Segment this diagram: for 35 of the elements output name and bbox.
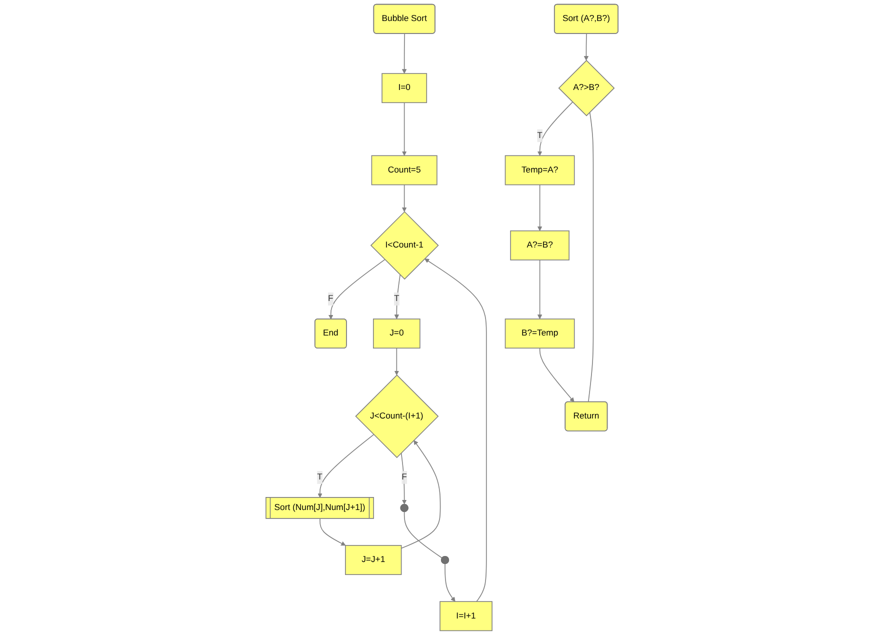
node-box: Count=5 <box>371 155 438 186</box>
node-box: B?=Temp <box>504 318 575 349</box>
arrow <box>402 33 407 74</box>
node-diamond: J<Count-(I+1) <box>355 374 439 458</box>
arrow <box>328 259 386 320</box>
node-diamond: I<Count-1 <box>370 211 439 280</box>
node-box: I=I+1 <box>440 601 492 632</box>
node-diamond: A?>B? <box>558 60 615 116</box>
node-box: J=J+1 <box>345 545 402 575</box>
arrow <box>537 102 573 156</box>
edge-label: F <box>328 294 334 304</box>
arrow <box>402 184 407 212</box>
arrow <box>444 563 456 602</box>
node-box: I=0 <box>382 73 428 104</box>
arrow <box>402 102 407 156</box>
connector <box>404 511 442 558</box>
arrow <box>424 258 487 602</box>
arrow <box>539 348 574 402</box>
arrow <box>400 452 407 504</box>
arrow <box>320 518 346 546</box>
node-box: Temp=A? <box>504 155 575 186</box>
edge-label: T <box>317 472 322 482</box>
arrow <box>318 434 374 498</box>
node-box: A?=B? <box>510 230 570 260</box>
arrow <box>400 440 441 549</box>
edge-label: F <box>402 472 407 482</box>
node-box: J=0 <box>373 318 420 349</box>
arrow <box>394 348 400 376</box>
arrow <box>537 260 542 320</box>
arrow <box>584 33 589 61</box>
arrow <box>537 184 542 232</box>
edge-label: T <box>394 294 400 304</box>
arrow <box>394 274 401 320</box>
connector <box>588 112 594 402</box>
edge-label: T <box>537 130 542 140</box>
